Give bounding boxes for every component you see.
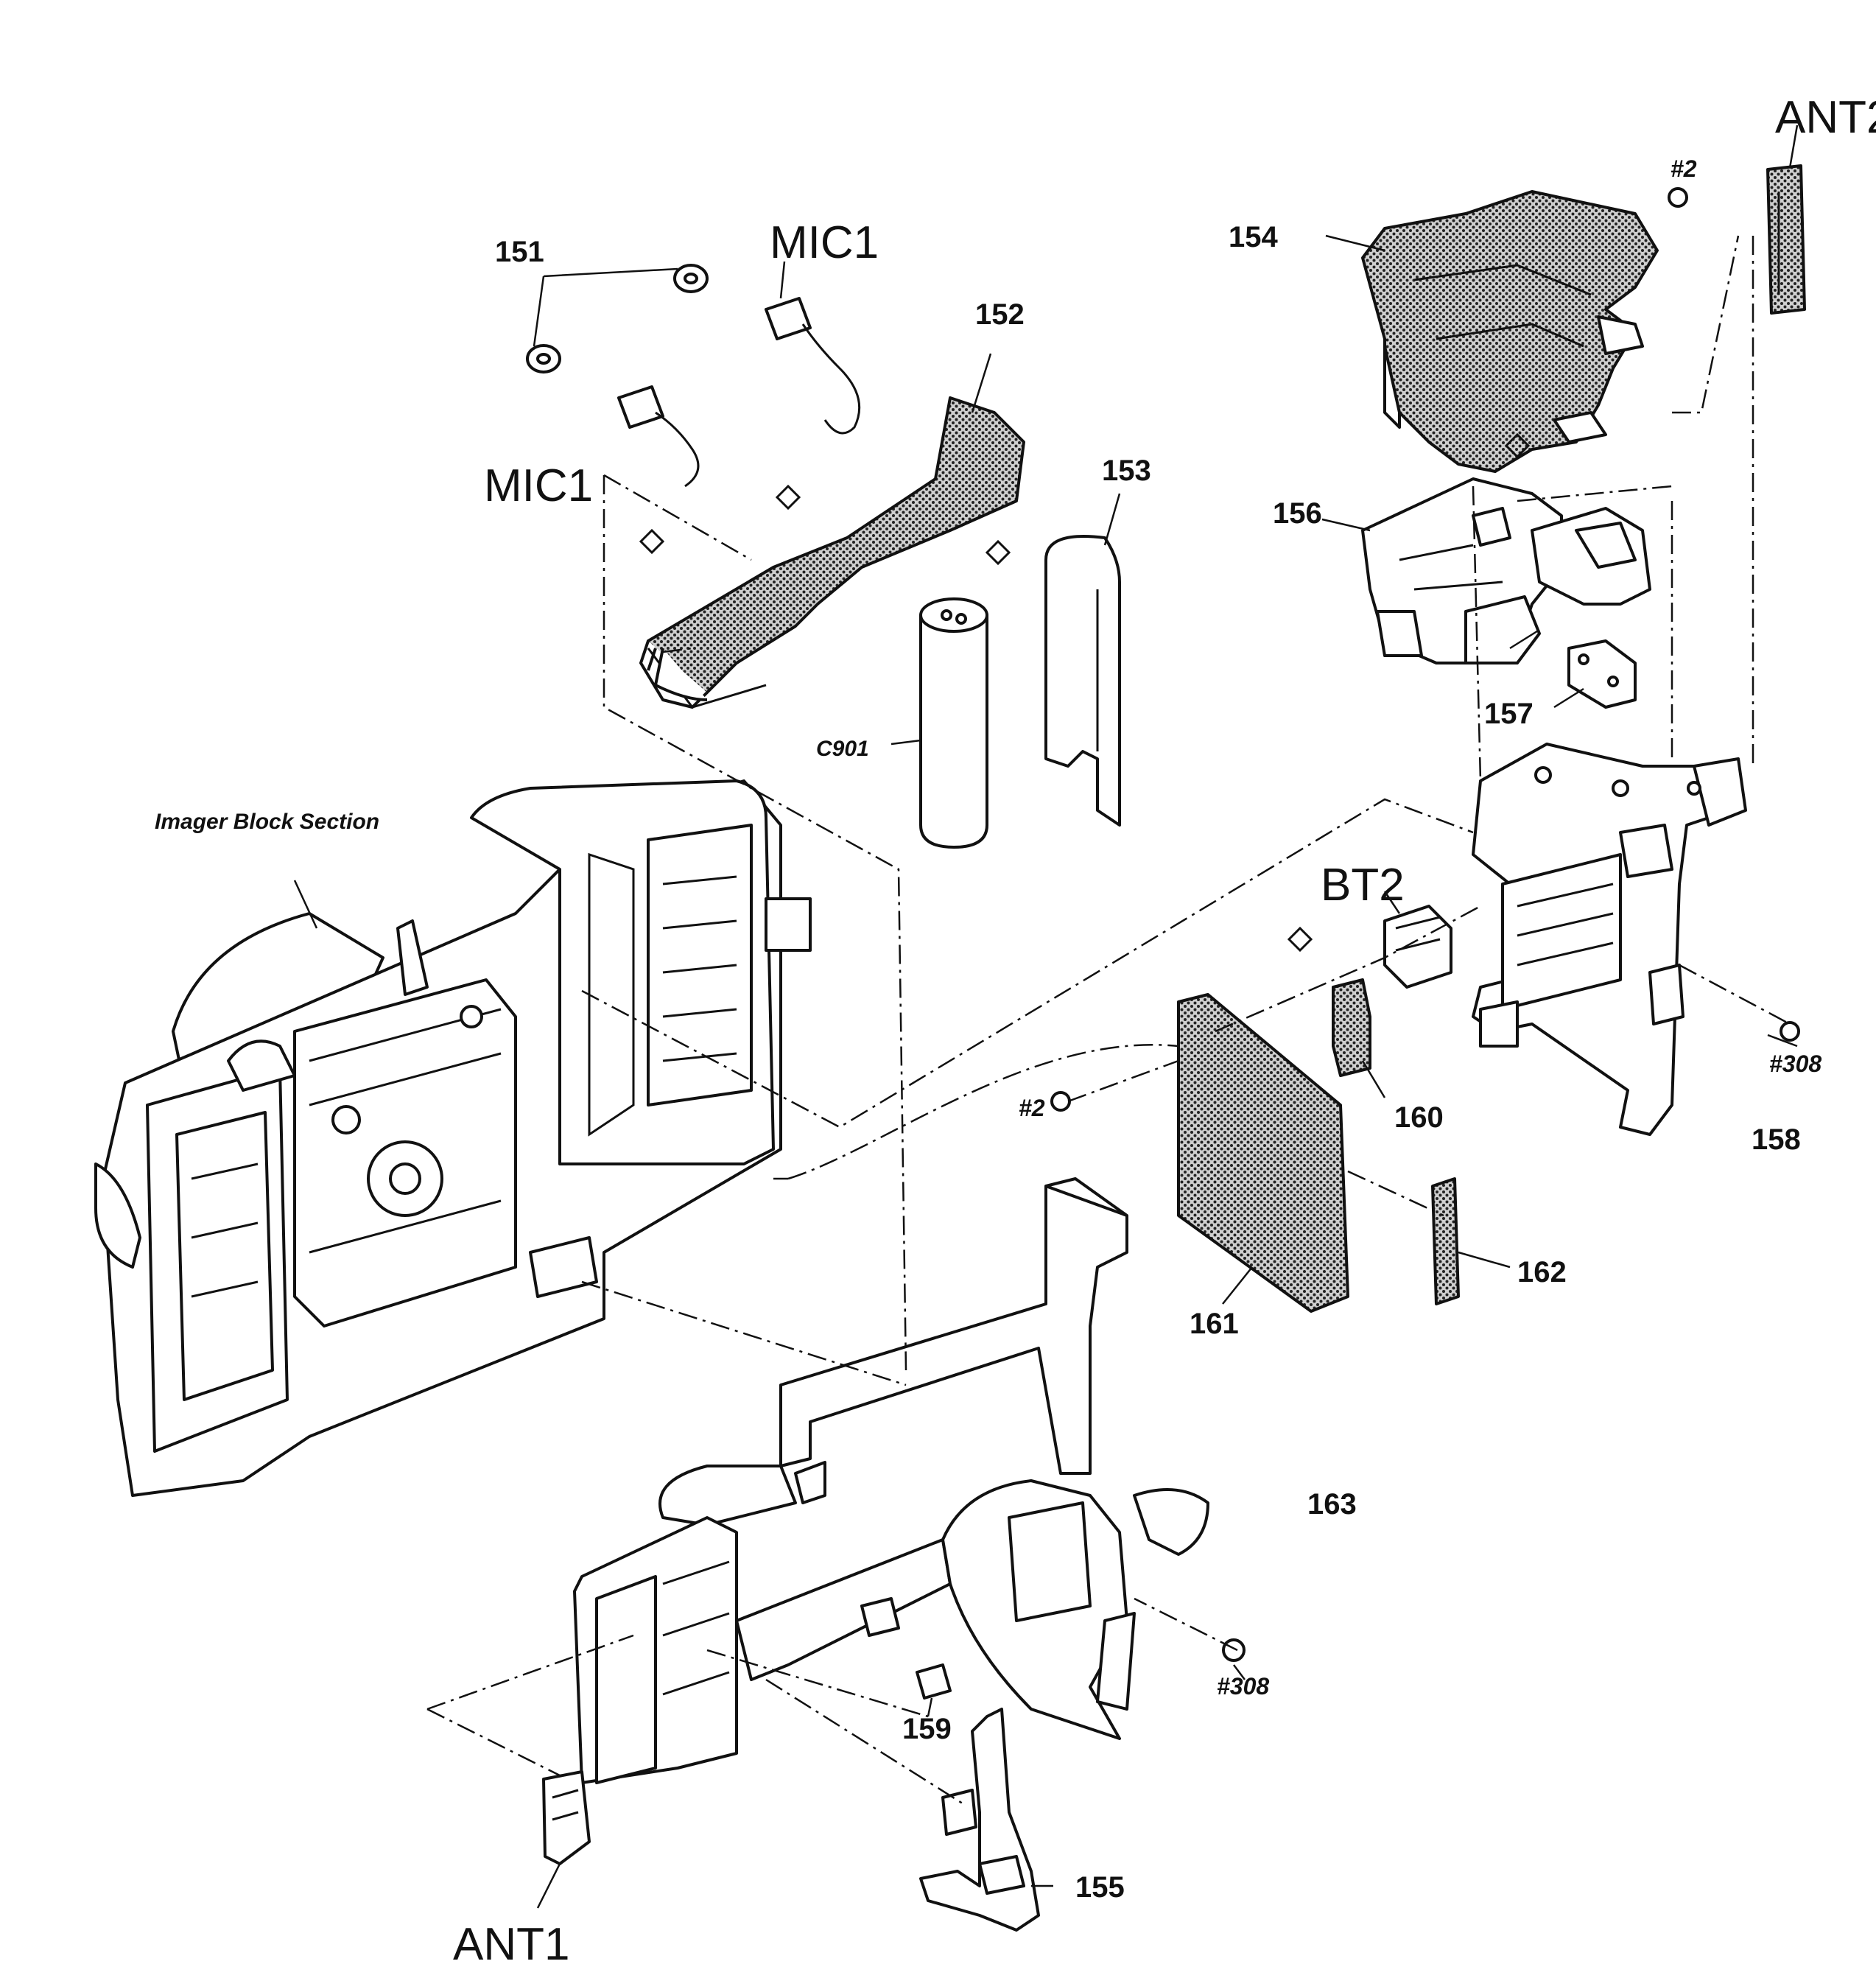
label-155: 155	[1075, 1871, 1125, 1904]
imager-block-section	[94, 779, 812, 1497]
mic-assembly	[526, 264, 861, 488]
label-c901: C901	[816, 737, 869, 761]
label-158: 158	[1752, 1123, 1801, 1156]
label-screw-2-mid: #2	[1019, 1095, 1045, 1121]
label-mic1-left: MIC1	[484, 460, 593, 511]
part-bt2-battery-holder	[1383, 905, 1452, 989]
alignment-markers	[639, 432, 1531, 953]
part-ant1-antenna	[542, 1770, 591, 1865]
part-153-sheet	[1044, 535, 1121, 827]
label-ant1: ANT1	[453, 1919, 569, 1970]
label-mic1-top: MIC1	[770, 217, 879, 268]
label-screw-308-bottom: #308	[1217, 1673, 1269, 1700]
part-158-chassis	[1472, 743, 1800, 1136]
label-151: 151	[495, 236, 544, 268]
leader-lines	[293, 124, 1799, 1909]
label-screw-2-top: #2	[1671, 155, 1697, 182]
label-161: 161	[1190, 1308, 1239, 1340]
part-ant2-antenna	[1766, 164, 1806, 315]
label-160: 160	[1394, 1101, 1444, 1134]
part-152-mic-holder	[639, 396, 1025, 709]
label-156: 156	[1273, 497, 1322, 530]
assembly-lines	[426, 235, 1791, 1806]
part-160-connector	[1332, 978, 1371, 1077]
part-159	[916, 1663, 952, 1700]
label-154: 154	[1229, 221, 1278, 253]
part-154-top-frame	[1361, 187, 1688, 473]
label-162: 162	[1517, 1256, 1567, 1288]
label-ant2: ANT2	[1775, 92, 1876, 143]
label-159: 159	[902, 1713, 952, 1745]
label-157: 157	[1484, 698, 1534, 730]
label-bt2: BT2	[1321, 860, 1405, 911]
label-imager-block-section: Imager Block Section	[155, 810, 379, 834]
part-156-block	[1361, 477, 1651, 664]
part-c901-capacitor	[919, 597, 988, 849]
part-163-lower-frame	[573, 1177, 1246, 1784]
label-163: 163	[1307, 1488, 1357, 1521]
label-153: 153	[1102, 455, 1151, 487]
label-screw-308-right: #308	[1769, 1051, 1821, 1077]
part-155-bracket	[919, 1708, 1040, 1932]
part-162-board	[1431, 1177, 1460, 1305]
part-157-plate	[1567, 639, 1637, 709]
label-152: 152	[975, 298, 1025, 331]
labels: ANT2 #2 154 151 MIC1 152 MIC1 153 156 15…	[155, 92, 1876, 1970]
